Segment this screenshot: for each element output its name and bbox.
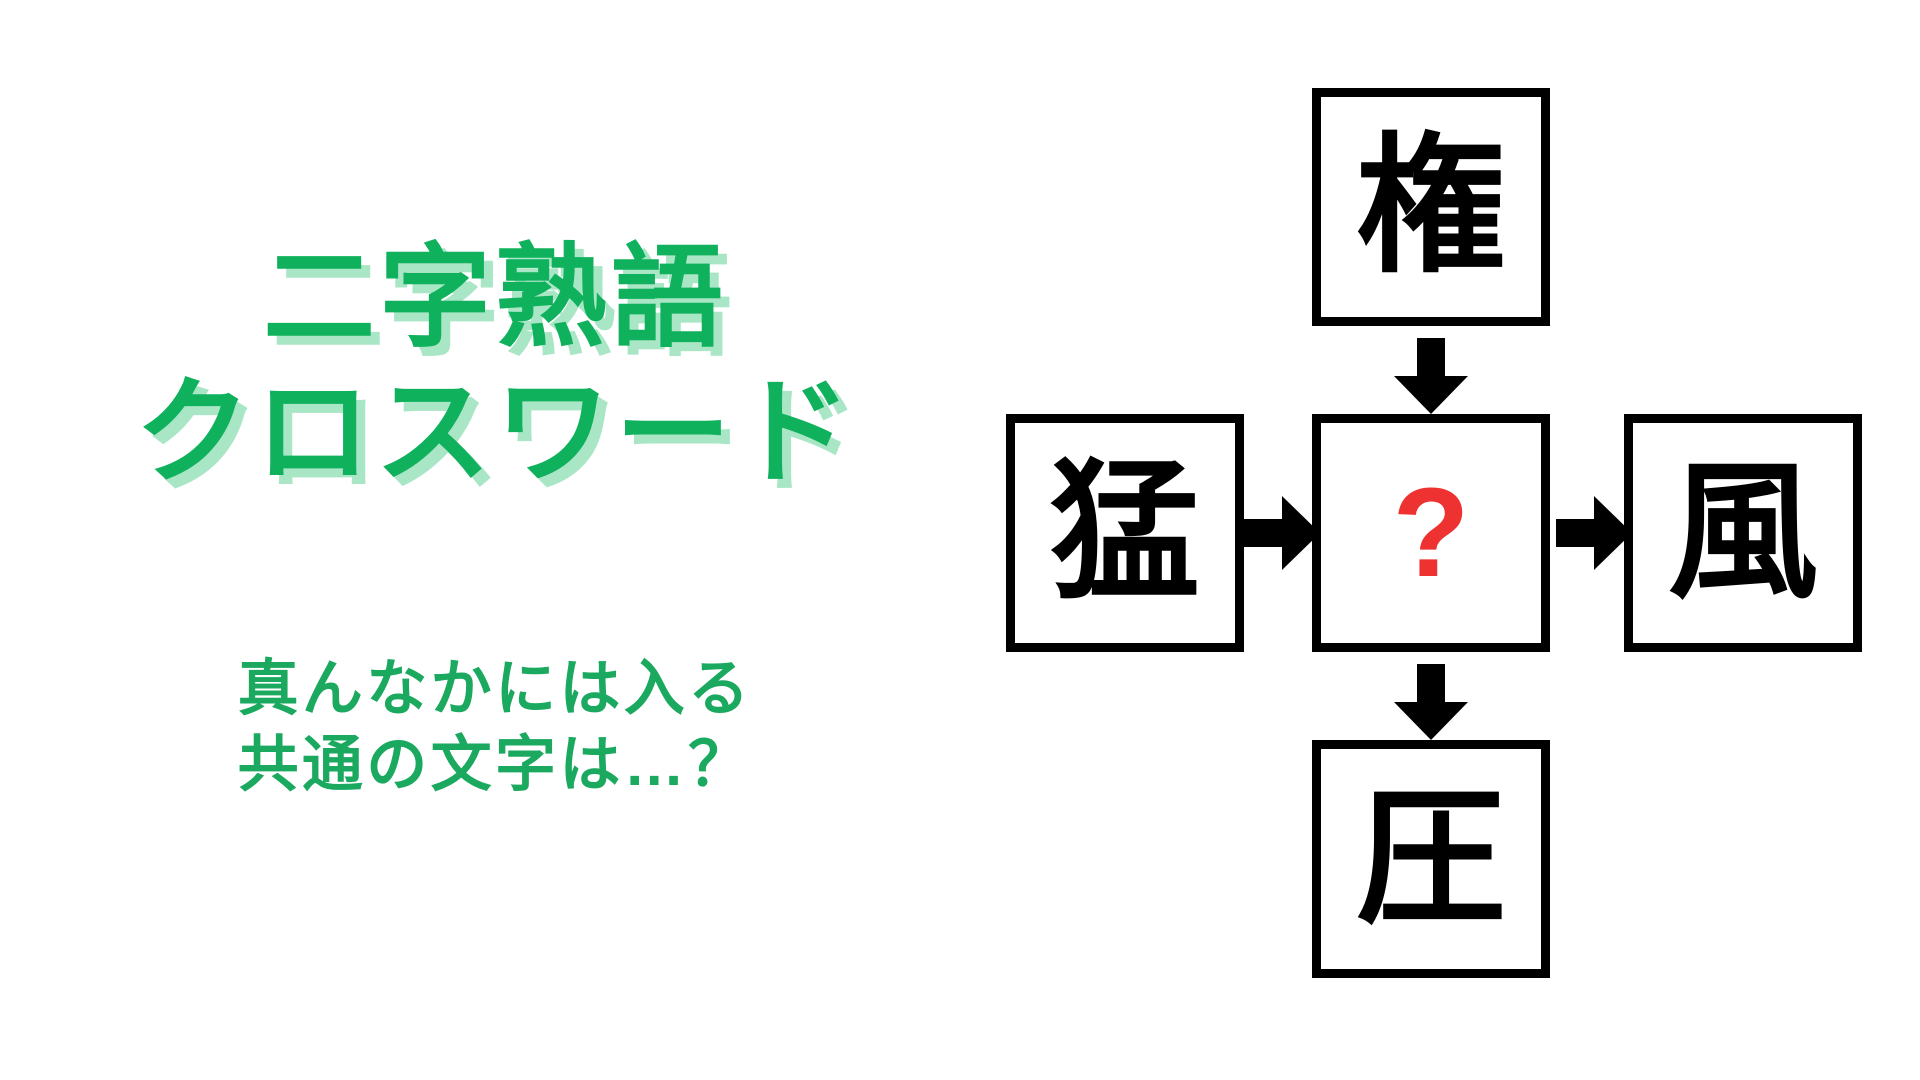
arrow-down-icon	[1394, 338, 1468, 414]
title-pane: 二字熟語 クロスワード 真んなかには入る 共通の文字は…？	[0, 232, 990, 803]
puzzle-cell-bottom: 圧	[1312, 740, 1550, 978]
title-block: 二字熟語 クロスワード	[0, 232, 990, 501]
arrow-down-icon	[1394, 664, 1468, 740]
arrow-right-icon	[1556, 496, 1632, 570]
puzzle-cell-left: 猛	[1006, 414, 1244, 652]
title-line-2: クロスワード	[134, 367, 856, 498]
subtitle-block: 真んなかには入る 共通の文字は…？	[0, 650, 990, 803]
puzzle-cell-right: 風	[1624, 414, 1862, 652]
puzzle-diagram: 権 猛 ? 風 圧	[990, 0, 1920, 1080]
kanji-bottom: 圧	[1355, 772, 1506, 946]
kanji-right: 風	[1667, 446, 1818, 620]
kanji-left: 猛	[1049, 446, 1200, 620]
subtitle-line-1: 真んなかには入る	[237, 654, 753, 722]
puzzle-cell-top: 権	[1312, 88, 1550, 326]
arrow-right-icon	[1244, 496, 1320, 570]
subtitle-line-2: 共通の文字は…？	[237, 730, 753, 799]
question-mark-placeholder: ?	[1392, 462, 1470, 603]
puzzle-cell-center-answer[interactable]: ?	[1312, 414, 1550, 652]
title-line-1: 二字熟語	[263, 235, 727, 360]
kanji-top: 権	[1355, 120, 1506, 294]
